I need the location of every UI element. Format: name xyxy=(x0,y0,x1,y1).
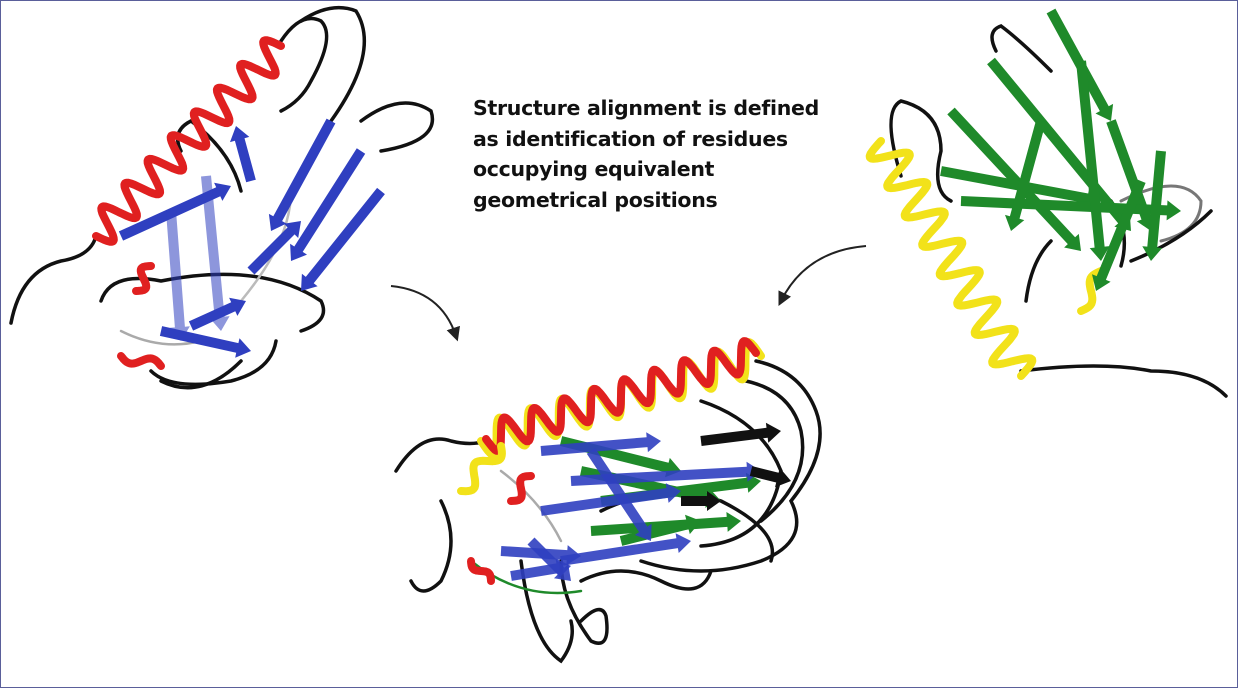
beta-strand-arrow xyxy=(1005,119,1046,231)
caption-line: Structure alignment is defined xyxy=(473,96,819,120)
beta-strand-arrow xyxy=(1076,60,1110,261)
protein-a-structure xyxy=(9,5,435,390)
caption-line: occupying equivalent xyxy=(473,157,715,181)
beta-strand-arrow xyxy=(540,483,681,516)
caption-text: Structure alignment is defined as identi… xyxy=(473,93,819,215)
loop-coil xyxy=(409,499,453,593)
alpha-helix xyxy=(865,137,1037,380)
caption-line: as identification of residues xyxy=(473,126,788,151)
beta-strand-arrow xyxy=(166,210,190,341)
arrow-b-to-alignment xyxy=(778,245,867,307)
beta-strand-arrow xyxy=(947,107,1081,251)
loop-coil xyxy=(889,99,953,203)
loop-coil xyxy=(359,101,435,153)
loop-coil xyxy=(394,437,488,473)
beta-strand-arrow xyxy=(570,461,761,486)
protein-b-structure xyxy=(865,8,1228,398)
alpha-helix xyxy=(467,557,495,585)
beta-strand-arrow xyxy=(290,148,366,261)
beta-strand-arrow xyxy=(1142,150,1166,261)
loop-coil xyxy=(499,469,563,543)
loop-coil xyxy=(1129,209,1213,263)
beta-strand-arrow xyxy=(700,422,781,446)
beta-strand-arrow xyxy=(586,448,652,541)
loop-coil xyxy=(744,379,805,523)
caption-line: geometrical positions xyxy=(473,187,718,212)
beta-strand-arrow xyxy=(510,558,571,581)
alpha-helix xyxy=(132,262,155,295)
beta-strand-arrow xyxy=(681,491,721,511)
beta-strand-arrow xyxy=(201,175,230,331)
beta-strand-arrow xyxy=(500,545,581,566)
beta-strand-arrow xyxy=(560,533,691,566)
loop-coil xyxy=(639,359,822,573)
loop-coil xyxy=(559,559,609,645)
beta-strand-arrow xyxy=(1106,119,1156,231)
alpha-helix xyxy=(92,36,285,246)
loop-coil xyxy=(579,569,713,591)
alpha-helix xyxy=(482,337,760,455)
alpha-helix xyxy=(507,472,535,505)
loop-coil xyxy=(990,24,1053,73)
loop-coil xyxy=(519,559,574,664)
loop-coil xyxy=(299,5,367,123)
beta-strand-arrow xyxy=(159,326,251,358)
loop-coil xyxy=(99,272,326,333)
loop-coil xyxy=(159,359,243,390)
loop-coil xyxy=(149,339,278,387)
beta-strand-arrow xyxy=(1092,179,1146,291)
loop-coil xyxy=(1019,364,1228,398)
beta-strand-arrow xyxy=(590,512,741,536)
beta-strand-arrow xyxy=(230,126,256,183)
beta-strand-arrow xyxy=(188,297,246,331)
alpha-helix xyxy=(117,352,165,370)
beta-strand-arrow xyxy=(268,118,336,231)
alpha-helix xyxy=(457,442,506,496)
loop-coil xyxy=(1024,239,1053,303)
loop-coil xyxy=(9,234,98,325)
beta-strand-arrow xyxy=(749,466,791,488)
loop-coil xyxy=(279,16,329,113)
aligned-superposition-structure xyxy=(394,337,822,664)
beta-strand-arrow xyxy=(301,187,385,291)
beta-strand-arrow xyxy=(619,514,701,546)
beta-strand-arrow xyxy=(247,221,301,275)
beta-strand-arrow xyxy=(540,432,661,456)
arrow-a-to-alignment xyxy=(390,285,460,342)
